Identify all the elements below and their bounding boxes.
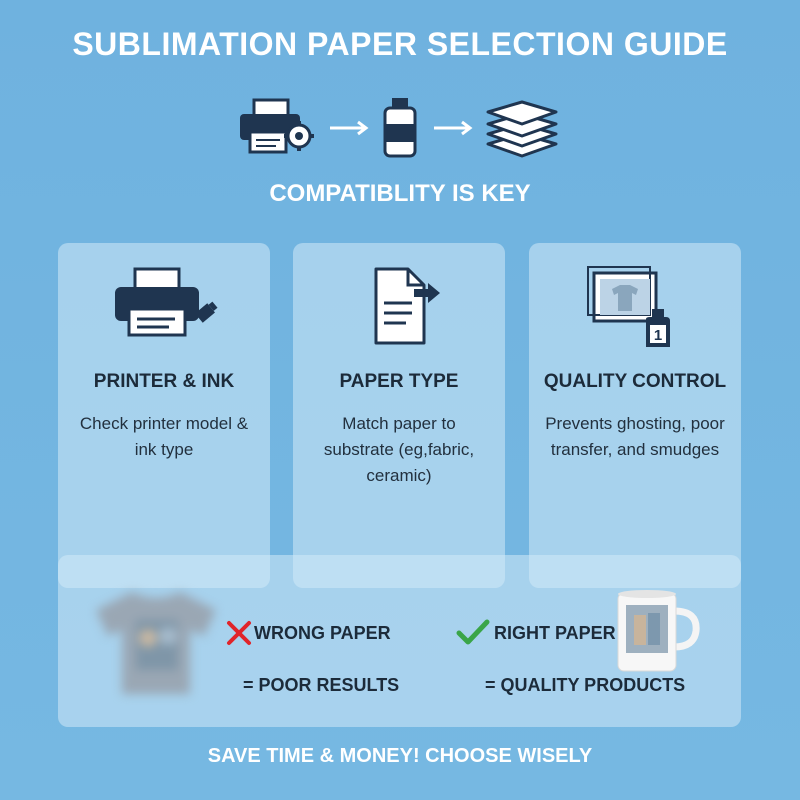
ink-bottle-icon xyxy=(383,98,417,158)
card-paper-type: PAPER TYPE Match paper to substrate (eg,… xyxy=(293,243,505,583)
right-paper-label: RIGHT PAPER xyxy=(494,623,616,643)
arrow-right-icon xyxy=(330,120,369,136)
card-printer-ink: PRINTER & INK Check printer model & ink … xyxy=(58,243,270,583)
printer-gear-icon xyxy=(240,98,314,154)
document-arrow-icon xyxy=(374,267,440,345)
wrong-paper-label: WRONG PAPER xyxy=(254,623,391,643)
card-title: PAPER TYPE xyxy=(339,371,459,392)
mug-image xyxy=(617,590,700,672)
blurred-tshirt-image xyxy=(96,592,216,694)
svg-text:1: 1 xyxy=(654,327,662,344)
paper-stack-icon xyxy=(486,100,558,158)
card-body: Prevents ghosting, poor transfer, and sm… xyxy=(545,414,725,459)
quality-products-label: = QUALITY PRODUCTS xyxy=(485,675,686,695)
subtitle: COMPATIBLITY IS KEY xyxy=(269,180,531,207)
page-title: SUBLIMATION PAPER SELECTION GUIDE xyxy=(72,26,728,62)
card-title: PRINTER & INK xyxy=(93,371,235,392)
cross-icon xyxy=(227,621,251,645)
footer-text: SAVE TIME & MONEY! CHOOSE WISELY xyxy=(207,745,593,767)
arrow-right-icon xyxy=(434,120,473,136)
printer-usb-icon xyxy=(115,267,218,337)
framed-photo-bottle-icon: 1 xyxy=(587,266,670,347)
poor-results-label: = POOR RESULTS xyxy=(243,675,400,695)
card-quality-control: 1 QUALITY CONTROL Prevents ghosting, poo… xyxy=(529,243,741,583)
card-title: QUALITY CONTROL xyxy=(543,371,727,392)
compatibility-flow xyxy=(236,96,566,160)
card-body: Check printer model & ink type xyxy=(79,414,249,459)
check-icon xyxy=(456,619,490,645)
card-body: Match paper to substrate (eg,fabric, cer… xyxy=(323,414,475,485)
